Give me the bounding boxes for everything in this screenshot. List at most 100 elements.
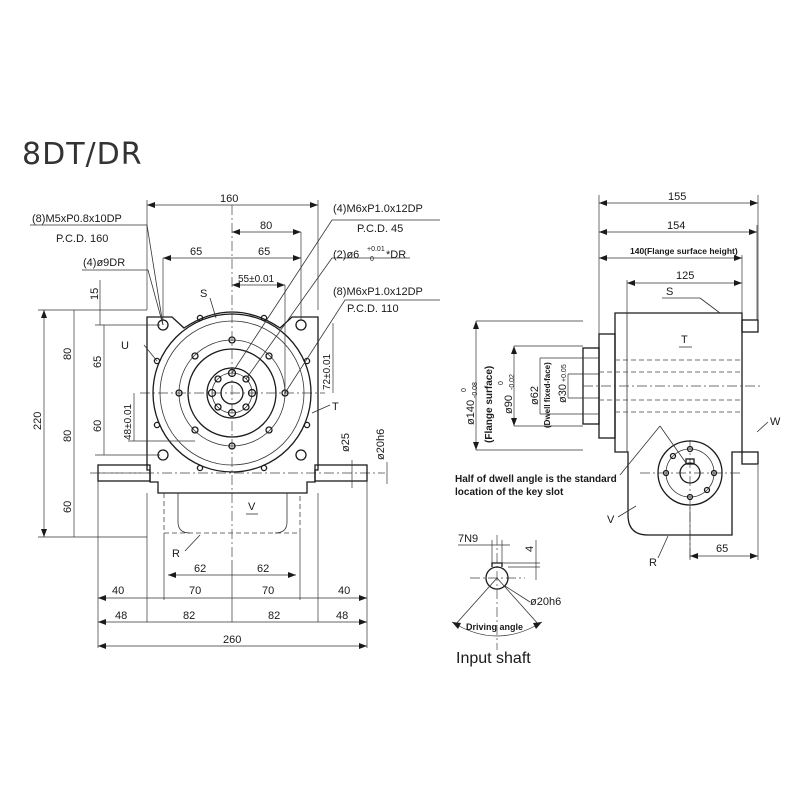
m5-hole-5 bbox=[260, 464, 268, 472]
front-arrowheads bbox=[41, 202, 367, 649]
note-line-1: Half of dwell angle is the standard bbox=[455, 474, 617, 485]
base-fillet-right bbox=[274, 493, 288, 534]
dim-40-right: 40 bbox=[338, 585, 350, 597]
front-view: (8)M5xP0.8x10DP P.C.D. 160 (4)ø9DR (4)M6… bbox=[30, 193, 440, 649]
dim-80-lower: 80 bbox=[62, 430, 74, 442]
leader-side-s2 bbox=[699, 297, 721, 314]
callout-pcd160: P.C.D. 160 bbox=[56, 233, 108, 245]
label-s: S bbox=[200, 288, 207, 300]
m5-hole-8 bbox=[153, 357, 161, 365]
hub-hole-right bbox=[247, 388, 257, 398]
leader-w bbox=[756, 421, 769, 433]
dim-65-right: 65 bbox=[258, 246, 270, 258]
callout-d6-suffix: *DR bbox=[386, 249, 406, 261]
flange-circle bbox=[152, 313, 312, 473]
leader-t bbox=[311, 404, 331, 414]
dim-82-right: 82 bbox=[268, 610, 280, 622]
m6-hole-7 bbox=[175, 389, 183, 397]
dim-80-upper: 80 bbox=[62, 348, 74, 360]
side-hole-2 bbox=[710, 469, 718, 477]
m6-hole-1 bbox=[228, 336, 236, 344]
dim-65-side: 65 bbox=[716, 543, 728, 555]
callout-m6-8: (8)M6xP1.0x12DP bbox=[333, 286, 423, 298]
callout-d6: (2)ø6 bbox=[333, 249, 359, 261]
callout-d6-tol-lo: 0 bbox=[370, 256, 374, 263]
dim-62-right: 62 bbox=[257, 563, 269, 575]
side-boss-bottom bbox=[741, 451, 759, 465]
dim-7n9: 7N9 bbox=[458, 533, 478, 545]
dim-72: 72±0.01 bbox=[322, 353, 333, 390]
callout-m6-12: (4)M6xP1.0x12DP bbox=[333, 203, 423, 215]
dim-60-bottom: 60 bbox=[62, 501, 74, 513]
hub-hole-bottom bbox=[227, 408, 237, 418]
m6-hole-4 bbox=[265, 426, 273, 434]
side-label-r: R bbox=[649, 557, 657, 569]
side-hole-3 bbox=[686, 445, 694, 453]
mount-hole-br bbox=[295, 449, 307, 461]
m6-hole-8 bbox=[191, 352, 199, 360]
leader-s bbox=[209, 297, 217, 319]
dim-d140-tol-lo: -0.08 bbox=[472, 382, 479, 398]
callout-d6-tol-up: +0.01 bbox=[367, 246, 385, 253]
label-v: V bbox=[248, 501, 256, 513]
m5-hole-4 bbox=[303, 421, 311, 429]
dowel-hole-a bbox=[214, 375, 222, 383]
dim-154: 154 bbox=[667, 220, 685, 232]
dim-flange-surface: (Flange surface) bbox=[484, 366, 495, 443]
dim-d62: ø62 bbox=[529, 386, 541, 405]
dim-55: 55±0.01 bbox=[238, 274, 275, 285]
callout-pcd110: P.C.D. 110 bbox=[347, 303, 399, 315]
dim-d90: ø90 bbox=[503, 395, 515, 414]
leader-m6-12 bbox=[231, 219, 440, 374]
callout-pcd45: P.C.D. 45 bbox=[357, 223, 403, 235]
flange-inner-circle bbox=[159, 320, 305, 466]
dim-d20: ø20h6 bbox=[375, 429, 387, 460]
dim-65-vertical: 65 bbox=[92, 356, 104, 368]
side-label-w: W bbox=[770, 416, 781, 428]
dim-125: 125 bbox=[676, 270, 694, 282]
hub-hole-c bbox=[242, 375, 250, 383]
hub-hole-left bbox=[207, 388, 217, 398]
dim-70-right: 70 bbox=[262, 585, 274, 597]
m5-hole-2 bbox=[260, 314, 268, 322]
dim-d30-tol: +0.05 bbox=[561, 364, 568, 382]
m6-hole-2 bbox=[265, 352, 273, 360]
note-line-2: location of the key slot bbox=[455, 487, 564, 498]
base-block-hidden bbox=[163, 493, 301, 534]
side-label-v: V bbox=[607, 514, 615, 526]
driving-arrow-left bbox=[452, 622, 461, 629]
callout-d9: (4)ø9DR bbox=[83, 257, 125, 269]
dim-140-flange: 140(Flange surface height) bbox=[630, 246, 738, 256]
hub-hole-d bbox=[214, 403, 222, 411]
m5-hole-7 bbox=[153, 421, 161, 429]
input-shaft-detail: 7N9 4 ø20h6 Driving angle Input shaft bbox=[451, 533, 561, 667]
dim-65-left: 65 bbox=[190, 246, 202, 258]
m6-hole-5 bbox=[228, 442, 236, 450]
dim-d25: ø25 bbox=[340, 433, 352, 452]
dowel-hole-b bbox=[242, 403, 250, 411]
input-shaft-caption: Input shaft bbox=[456, 650, 531, 667]
dim-160: 160 bbox=[220, 193, 238, 205]
side-body-outline bbox=[614, 312, 743, 536]
dim-260: 260 bbox=[223, 634, 241, 646]
dim-80-top: 80 bbox=[260, 220, 272, 232]
dim-48: 48±0.01 bbox=[123, 403, 134, 440]
side-shaft-pcd bbox=[665, 448, 715, 498]
dim-82-left: 82 bbox=[183, 610, 195, 622]
leader-side-r bbox=[657, 535, 669, 559]
dim-d30: ø30 bbox=[557, 384, 569, 403]
side-boss-top bbox=[741, 319, 759, 333]
label-u: U bbox=[121, 340, 129, 352]
leader-m6-8 bbox=[284, 299, 440, 394]
dim-60-vertical: 60 bbox=[92, 420, 104, 432]
dim-15: 15 bbox=[89, 288, 101, 300]
side-hole-4 bbox=[686, 493, 694, 501]
side-hole-5 bbox=[669, 452, 677, 460]
m6-hole-6 bbox=[191, 426, 199, 434]
dim-d90-tol-up: 0 bbox=[498, 381, 505, 385]
dwell-circle bbox=[187, 348, 277, 438]
label-t: T bbox=[332, 401, 339, 413]
dim-d140: ø140 bbox=[465, 400, 477, 425]
side-arrowheads bbox=[473, 200, 758, 559]
